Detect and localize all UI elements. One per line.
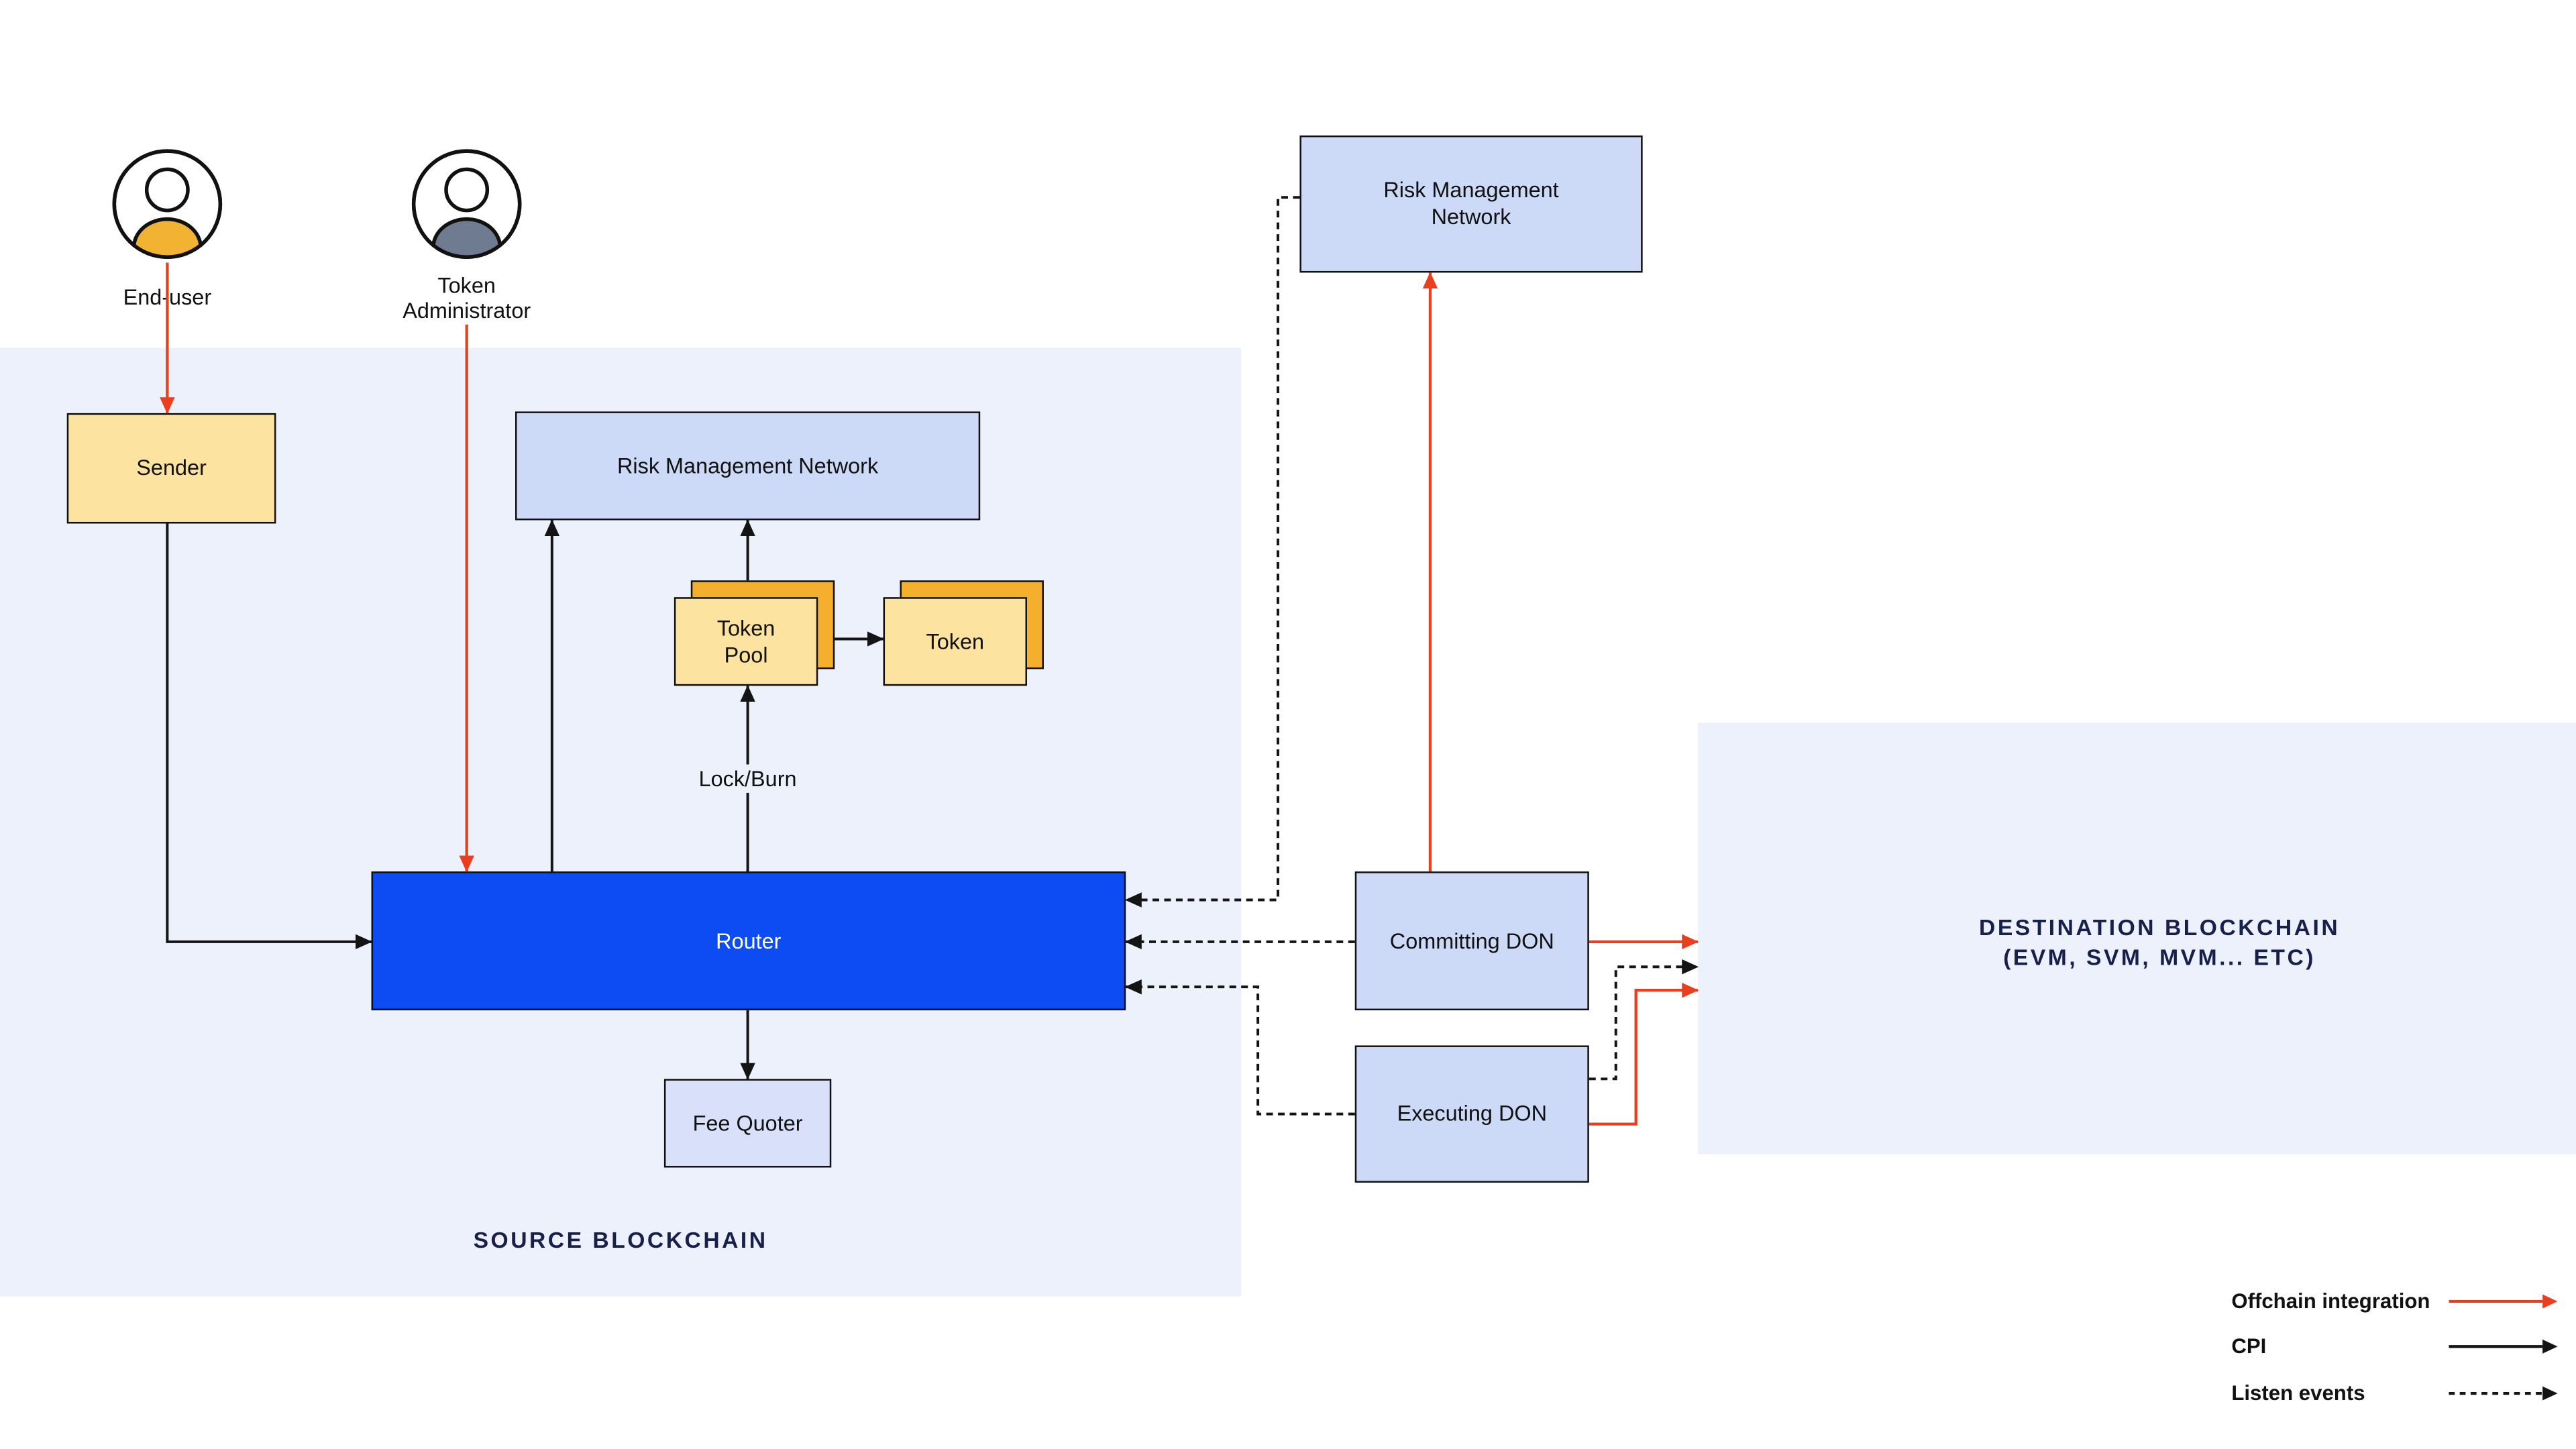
- node-token-pool: Token Pool: [674, 597, 818, 686]
- node-fee-quoter: Fee Quoter: [663, 1079, 832, 1168]
- legend-row-cpi: CPI: [2231, 1324, 2559, 1371]
- legend-row-listen-events: Listen events: [2231, 1371, 2559, 1417]
- node-token-label: Token: [926, 628, 985, 653]
- node-rmn-offchain-label: Risk Management Network: [1383, 177, 1559, 229]
- edge-executingdon-to-destination: [1589, 982, 1699, 1126]
- node-fee-quoter-label: Fee Quoter: [692, 1110, 803, 1135]
- node-risk-management-network-source: Risk Management Network: [515, 411, 981, 521]
- destination-blockchain-region: [1697, 722, 2576, 1155]
- edge-executingdon-listen-destination: [1589, 959, 1699, 1081]
- token-admin-label: Token Administrator: [402, 272, 531, 323]
- node-router: Router: [371, 871, 1126, 1011]
- token-admin-person-icon: [411, 149, 522, 259]
- destination-blockchain-title: DESTINATION BLOCKCHAIN (EVM, SVM, MVM...…: [1782, 913, 2538, 973]
- legend-row-offchain: Offchain integration: [2231, 1278, 2559, 1324]
- node-executing-don: Executing DON: [1354, 1045, 1589, 1183]
- node-sender-label: Sender: [136, 455, 207, 480]
- node-committing-don-label: Committing DON: [1389, 927, 1554, 953]
- destination-title-line2: (EVM, SVM, MVM... ETC): [2003, 945, 2316, 971]
- lock-burn-edge-label: Lock/Burn: [667, 764, 828, 793]
- end-user-person-icon: [112, 149, 223, 259]
- end-user-label: End-user: [123, 284, 212, 310]
- end-user-figure: [109, 146, 226, 271]
- dashed-arrow-icon: [2449, 1386, 2558, 1401]
- node-token-pool-label: Token Pool: [716, 614, 775, 667]
- legend-listen-label: Listen events: [2231, 1381, 2365, 1405]
- node-committing-don: Committing DON: [1354, 871, 1589, 1011]
- source-blockchain-title: SOURCE BLOCKCHAIN: [473, 1228, 768, 1253]
- node-sender: Sender: [66, 413, 276, 524]
- legend-cpi-label: CPI: [2231, 1335, 2267, 1359]
- red-arrow-icon: [2449, 1293, 2558, 1308]
- legend: Offchain integration CPI Listen events: [2231, 1278, 2559, 1416]
- legend-offchain-label: Offchain integration: [2231, 1289, 2430, 1313]
- node-router-label: Router: [716, 927, 782, 953]
- node-risk-management-network-offchain: Risk Management Network: [1299, 135, 1643, 273]
- black-arrow-icon: [2449, 1340, 2558, 1354]
- node-executing-don-label: Executing DON: [1397, 1100, 1547, 1126]
- node-rmn-source-label: Risk Management Network: [617, 452, 879, 478]
- destination-title-line1: DESTINATION BLOCKCHAIN: [1979, 914, 2341, 941]
- node-token: Token: [883, 597, 1028, 686]
- token-admin-figure: [408, 146, 525, 271]
